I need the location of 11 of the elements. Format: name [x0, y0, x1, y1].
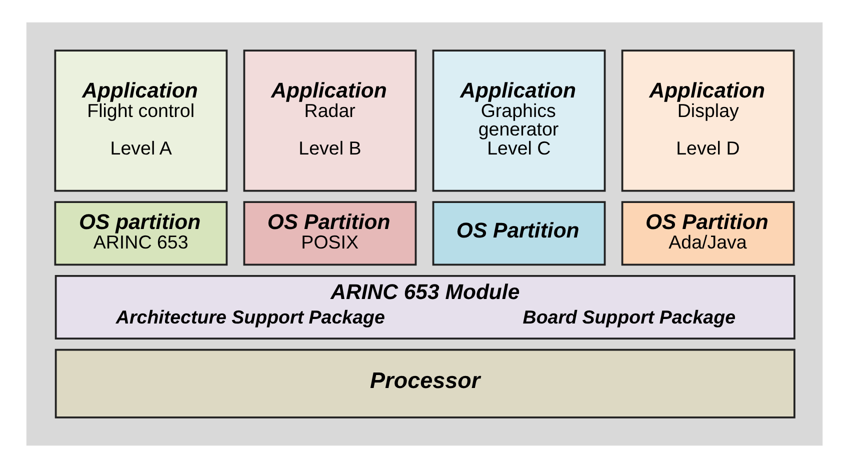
node-box: OS partition ARINC 653 [54, 201, 228, 266]
node-box: Application Flight control Level A [54, 50, 228, 192]
cluster [26, 22, 823, 446]
node-box: OS Partition POSIX [243, 201, 417, 266]
node-box: Application Display Level D [621, 50, 795, 192]
node-box: Application Graphics generator Level C [432, 50, 606, 192]
node-box: OS Partition [432, 201, 606, 266]
node-box: Application Radar Level B [243, 50, 417, 192]
node-box: ARINC 653 Module Architecture Support Package Board Support Package [54, 275, 796, 340]
node-box: Processor [54, 348, 796, 418]
node-box: OS Partition Ada/Java [621, 201, 795, 266]
